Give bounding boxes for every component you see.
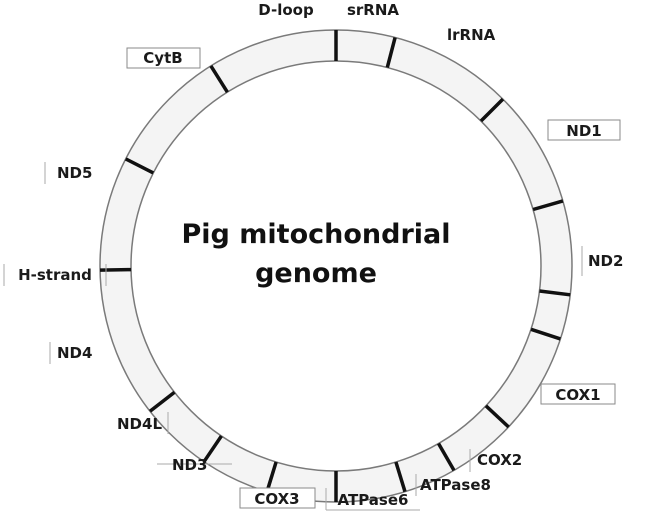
boundary-ticks (99, 30, 571, 502)
boundary-tick-11 (202, 435, 223, 463)
boundary-tick-7 (436, 442, 456, 472)
svg-text:ATPase8: ATPase8 (420, 476, 491, 494)
svg-text:ND4L: ND4L (117, 415, 162, 433)
boundary-tick-10 (265, 461, 278, 493)
gene-label-nd4l: ND4L (117, 412, 169, 434)
svg-text:COX2: COX2 (477, 451, 522, 469)
boundary-tick-13 (99, 267, 132, 272)
svg-text:H-strand: H-strand (18, 266, 92, 284)
svg-text:srRNA: srRNA (347, 1, 399, 19)
svg-text:genome: genome (255, 258, 377, 289)
boundary-tick-2 (479, 97, 505, 123)
boundary-tick-6 (484, 404, 510, 429)
gene-label-atpase6: ATPase6 (325, 488, 420, 511)
gene-label-atpase8: ATPase8 (415, 474, 491, 496)
gene-label-nd4: ND4 (49, 342, 92, 364)
gene-label-nd1: ND1 (547, 119, 621, 141)
boundary-tick-8 (394, 461, 407, 493)
boundary-tick-4 (539, 289, 571, 297)
svg-text:Pig mitochondrial: Pig mitochondrial (182, 219, 451, 250)
boundary-tick-1 (385, 37, 397, 68)
boundary-tick-5 (530, 327, 561, 341)
svg-text:ND4: ND4 (57, 344, 92, 362)
svg-text:ND1: ND1 (566, 122, 601, 140)
svg-text:D-loop: D-loop (258, 1, 314, 19)
gene-label-nd2: ND2 (581, 246, 623, 276)
boundary-tick-14 (124, 157, 155, 175)
svg-text:ND3: ND3 (172, 456, 207, 474)
svg-text:ND2: ND2 (588, 252, 623, 270)
svg-text:CytB: CytB (143, 49, 182, 67)
svg-text:lrRNA: lrRNA (447, 26, 496, 44)
center-title: Pig mitochondrial genome (182, 219, 451, 289)
svg-text:ATPase6: ATPase6 (338, 491, 409, 509)
gene-label-srrna: srRNA (347, 1, 399, 19)
svg-text:COX3: COX3 (254, 490, 299, 508)
gene-label-d-loop: D-loop (258, 1, 314, 19)
gene-label-cytb: CytB (126, 47, 201, 69)
boundary-tick-15 (209, 64, 229, 94)
boundary-tick-3 (532, 199, 564, 212)
gene-label-cox3: COX3 (239, 487, 316, 509)
gene-labels: D-loop srRNA lrRNA ND1 ND2 COX1 COX2 (3, 1, 623, 511)
gene-label-lrrna: lrRNA (447, 26, 496, 44)
gene-label-nd5: ND5 (44, 162, 92, 184)
gene-label-cox2: COX2 (469, 449, 522, 472)
gene-label-h-strand: H-strand (3, 264, 107, 286)
boundary-tick-12 (148, 390, 176, 413)
svg-text:COX1: COX1 (555, 386, 600, 404)
svg-text:ND5: ND5 (57, 164, 92, 182)
gene-label-cox1: COX1 (540, 383, 616, 405)
gene-label-nd3: ND3 (157, 456, 232, 474)
